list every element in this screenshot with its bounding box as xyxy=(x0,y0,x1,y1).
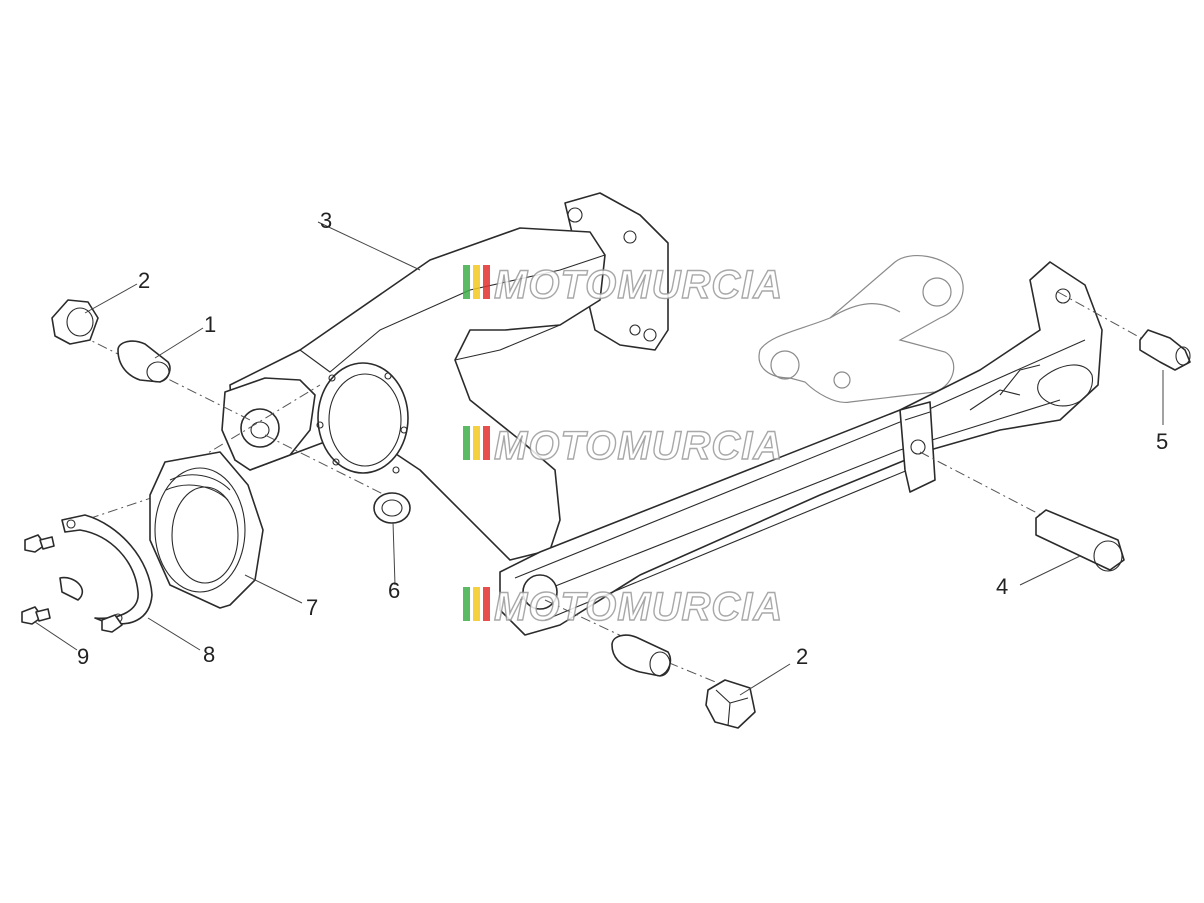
watermark-top: MOTOMURCIA xyxy=(463,262,783,308)
watermark-middle: MOTOMURCIA xyxy=(463,423,783,469)
callout-2-upper: 2 xyxy=(138,268,150,293)
callout-4: 4 xyxy=(996,574,1008,599)
callout-1: 1 xyxy=(204,312,216,337)
callout-6: 6 xyxy=(388,578,400,603)
nut-lower xyxy=(705,679,756,729)
callout-8: 8 xyxy=(203,642,215,667)
leader-lines xyxy=(34,221,1164,696)
driveshaft-boot xyxy=(149,451,264,609)
callout-2-lower: 2 xyxy=(796,644,808,669)
retaining-ring xyxy=(59,514,153,625)
watermark-text: MOTOMURCIA xyxy=(494,585,783,629)
screw-pair xyxy=(21,534,123,633)
bushing-lower xyxy=(611,634,672,677)
washer xyxy=(373,492,411,524)
adjuster-bolt xyxy=(1139,329,1191,371)
callout-5: 5 xyxy=(1156,429,1168,454)
watermark-text: MOTOMURCIA xyxy=(494,263,783,307)
swingarm xyxy=(221,192,1103,636)
bushing-upper xyxy=(117,340,171,383)
shock-linkage-ghost xyxy=(758,254,964,404)
pivot-pin xyxy=(1035,509,1125,572)
watermark-bottom: MOTOMURCIA xyxy=(463,584,783,630)
callout-9: 9 xyxy=(77,644,89,669)
callout-7: 7 xyxy=(306,595,318,620)
callout-3: 3 xyxy=(320,208,332,233)
watermark-text: MOTOMURCIA xyxy=(494,424,783,468)
nut-upper xyxy=(51,299,99,345)
callout-labels: 1 2 2 3 4 5 6 7 8 9 xyxy=(77,208,1168,669)
